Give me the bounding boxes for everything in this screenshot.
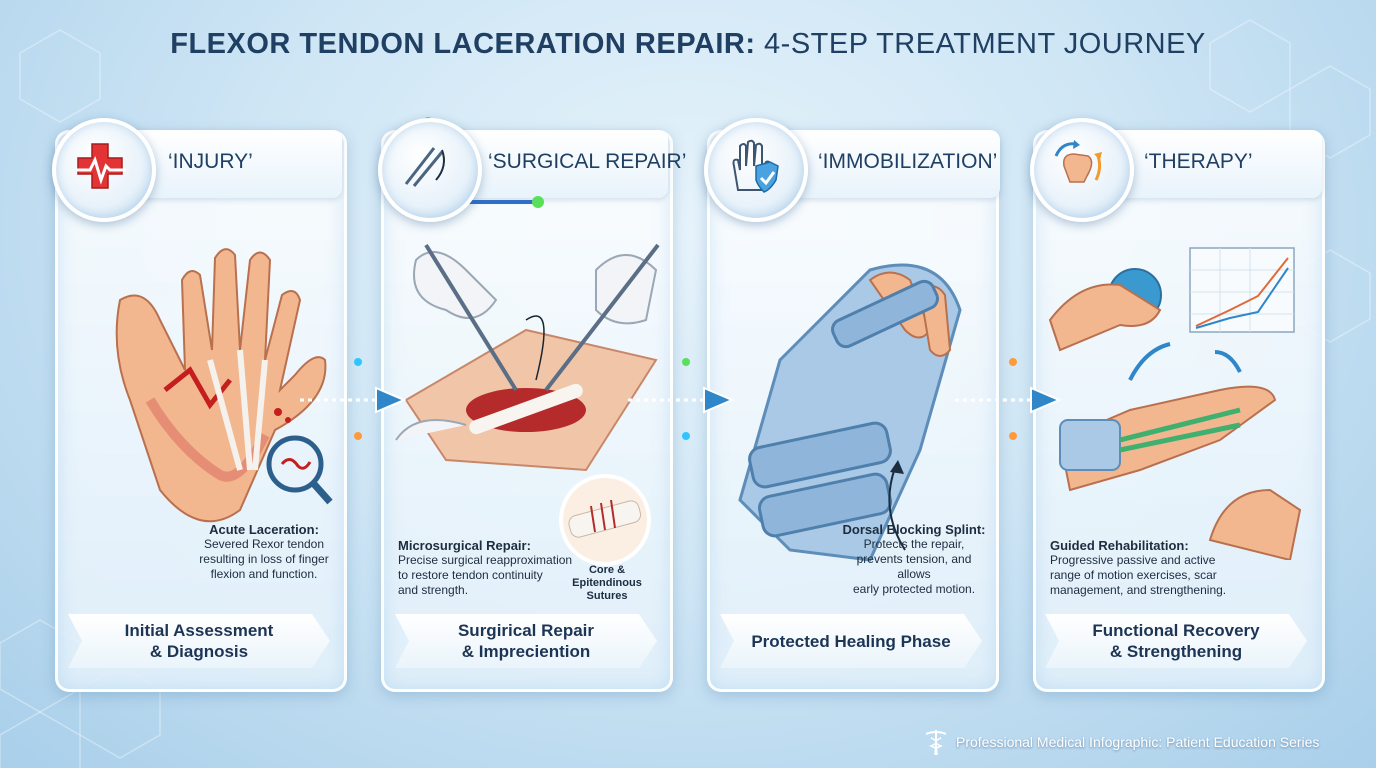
therapy-illustration xyxy=(1048,247,1302,560)
step-banner-injury: Initial Assessment& Diagnosis xyxy=(68,614,330,668)
step-description-surgical-repair: Microsurgical Repair: Precise surgical r… xyxy=(398,538,573,597)
connector-arrow-2 xyxy=(628,358,735,440)
step-label-injury: ‘INJURY’ xyxy=(168,150,253,173)
step-icon-immobilization xyxy=(704,118,808,222)
connector-arrow-1 xyxy=(300,358,407,440)
hand-shield-icon xyxy=(732,139,779,193)
step-description-injury: Acute Laceration: Severed Rexor tendon r… xyxy=(199,522,329,581)
step-banner-surgical-repair: Surgirical Repair& Impreciention xyxy=(395,614,657,668)
medical-cross-icon xyxy=(76,143,126,189)
step-banner-immobilization: Protected Healing Phase xyxy=(720,614,982,668)
connector-arrow-3 xyxy=(955,358,1062,440)
step-icon-injury xyxy=(52,118,156,222)
injured-hand-illustration xyxy=(115,248,333,523)
step-icon-therapy xyxy=(1030,118,1134,222)
footer-caption: Professional Medical Infographic: Patien… xyxy=(922,728,1319,756)
caduceus-icon xyxy=(925,730,947,755)
page-title: FLEXOR TENDON LACERATION REPAIR: 4-STEP … xyxy=(170,28,1206,60)
step-label-immobilization: ‘IMMOBILIZATION’ xyxy=(818,150,998,173)
step-description-therapy: Guided Rehabilitation: Progressive passi… xyxy=(1050,538,1227,597)
surgery-illustration xyxy=(395,243,660,472)
suture-callout-label: Core & Epitendinous Sutures xyxy=(572,564,642,602)
surgical-tools-icon xyxy=(404,147,445,187)
step-banner-therapy: Functional Recovery& Strengthening xyxy=(1045,614,1307,668)
step-label-therapy: ‘THERAPY’ xyxy=(1144,150,1253,173)
suture-magnifier xyxy=(559,474,651,566)
step-icon-surgical-repair xyxy=(378,118,482,222)
step-label-surgical-repair: ‘SURGICAL REPAIR’ xyxy=(488,150,687,173)
fist-ball-icon xyxy=(1054,140,1102,183)
splint-illustration xyxy=(738,263,962,562)
step-description-immobilization: Dorsal Blocking Splint: Protects the rep… xyxy=(842,522,986,596)
